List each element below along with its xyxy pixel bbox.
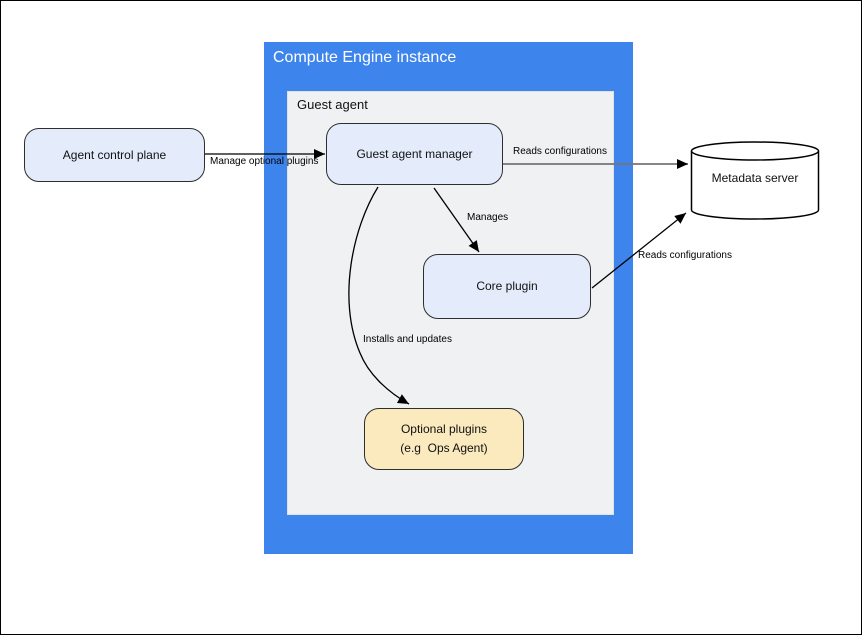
- guest-agent-panel-title: Guest agent: [297, 97, 368, 112]
- node-agent-control-plane: Agent control plane: [24, 128, 205, 182]
- node-optional-plugins-label-line2: (e.g Ops Agent): [400, 441, 488, 455]
- node-metadata-server: [690, 141, 820, 221]
- edge-label-manage-optional-plugins: Manage optional plugins: [210, 156, 319, 167]
- compute-engine-zone-title: Compute Engine instance: [273, 49, 457, 66]
- edge-label-installs-and-updates: Installs and updates: [363, 334, 452, 345]
- edge-label-reads-configurations-manager: Reads configurations: [513, 146, 607, 157]
- edge-label-reads-configurations-core: Reads configurations: [638, 250, 732, 261]
- node-core-plugin: Core plugin: [423, 254, 591, 319]
- node-optional-plugins-label-line1: Optional plugins: [400, 422, 488, 436]
- database-cylinder-icon: [690, 141, 820, 220]
- node-core-plugin-label: Core plugin: [476, 279, 538, 293]
- node-guest-agent-manager: Guest agent manager: [326, 123, 503, 185]
- node-metadata-server-label: Metadata server: [711, 171, 799, 185]
- node-guest-agent-manager-label: Guest agent manager: [356, 146, 473, 161]
- node-optional-plugins: Optional plugins (e.g Ops Agent): [364, 408, 524, 470]
- edge-label-manages: Manages: [467, 212, 509, 223]
- node-agent-control-plane-label: Agent control plane: [62, 147, 167, 162]
